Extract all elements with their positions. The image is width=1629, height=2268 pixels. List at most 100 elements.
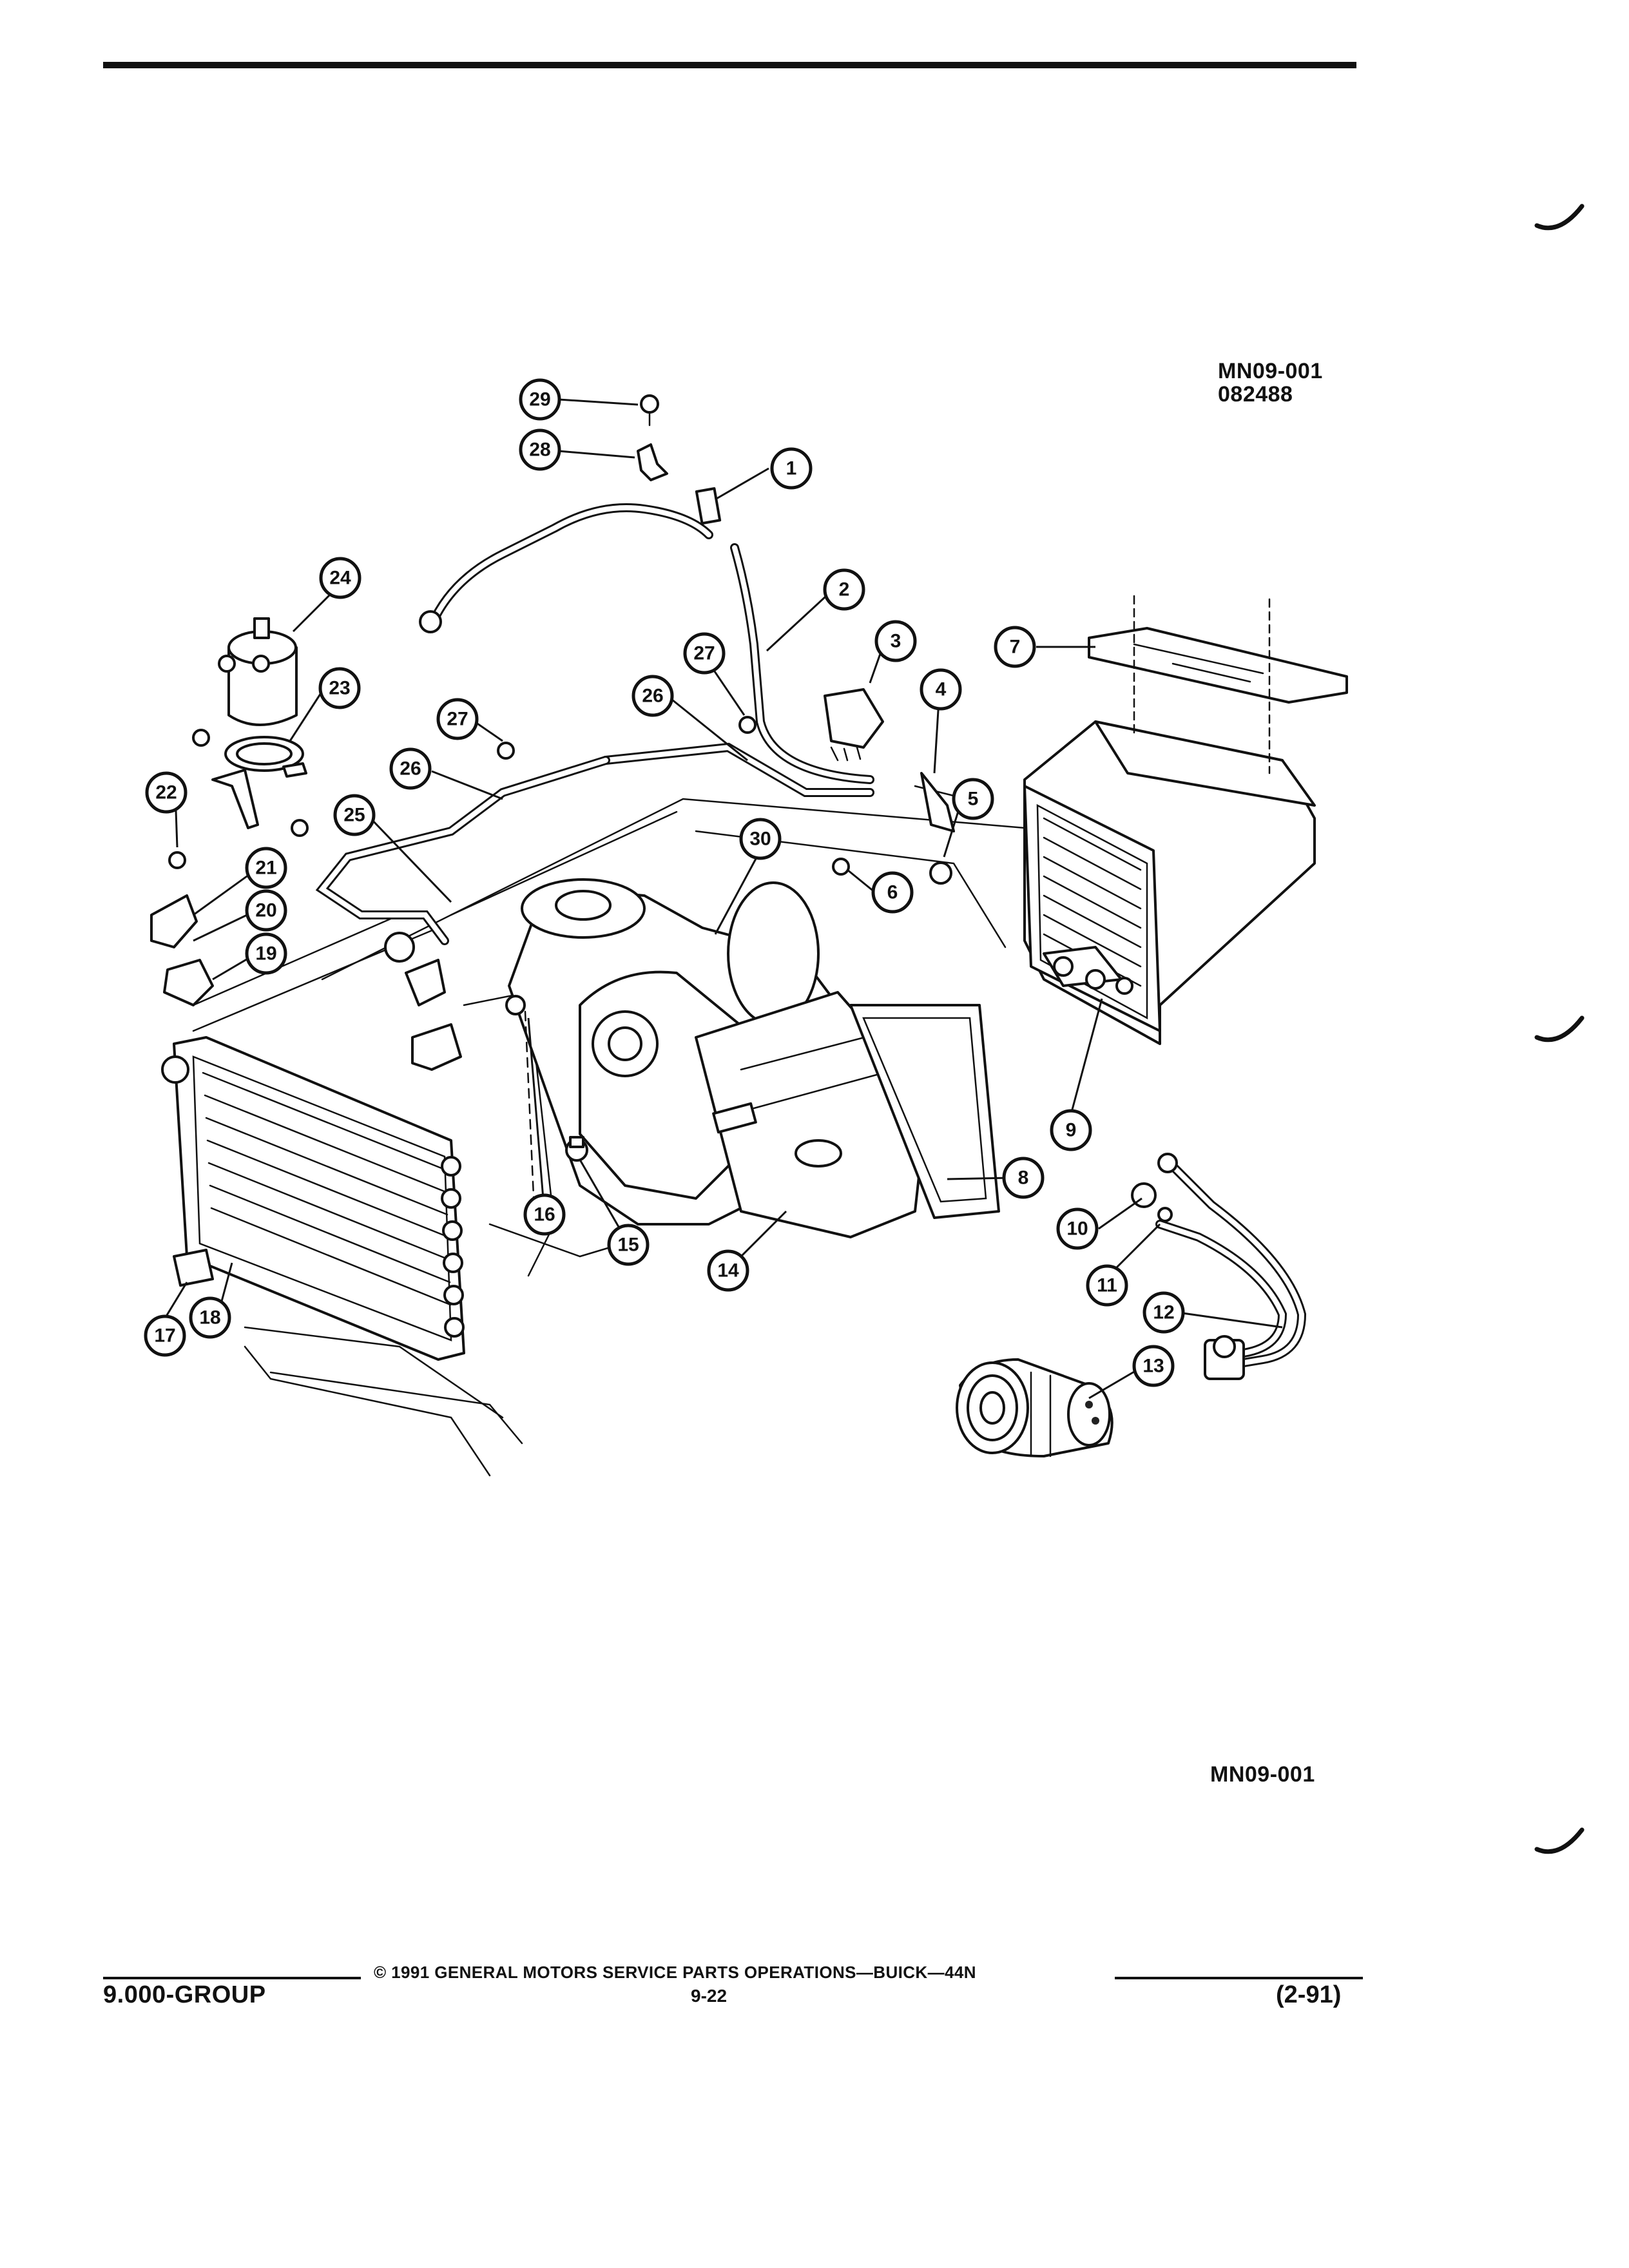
liquid-line-25 bbox=[315, 742, 874, 963]
discharge-hose-1 bbox=[419, 487, 722, 633]
line-fitting-4 bbox=[920, 772, 955, 832]
callout-5: 5 bbox=[952, 778, 994, 820]
callout-26-upper: 26 bbox=[631, 675, 674, 717]
svg-text:30: 30 bbox=[749, 829, 771, 850]
footer-rule-right bbox=[1115, 1977, 1363, 1979]
svg-text:23: 23 bbox=[329, 678, 350, 699]
figure-date: 082488 bbox=[1218, 382, 1293, 407]
svg-text:28: 28 bbox=[529, 439, 550, 461]
binder-mark-icon bbox=[1534, 1827, 1585, 1854]
svg-text:20: 20 bbox=[255, 900, 276, 921]
callout-6: 6 bbox=[871, 871, 914, 914]
callout-15: 15 bbox=[607, 1224, 650, 1266]
svg-text:3: 3 bbox=[891, 631, 901, 652]
svg-text:26: 26 bbox=[400, 758, 421, 780]
callout-9: 9 bbox=[1050, 1109, 1092, 1151]
svg-text:12: 12 bbox=[1153, 1302, 1174, 1323]
callout-27: 27 bbox=[436, 698, 479, 740]
callout-11: 11 bbox=[1086, 1264, 1128, 1307]
footer-rule-left bbox=[103, 1977, 361, 1979]
callout-29: 29 bbox=[519, 378, 561, 421]
screws-26-27 bbox=[168, 716, 757, 869]
svg-text:16: 16 bbox=[534, 1204, 555, 1225]
svg-text:26: 26 bbox=[642, 686, 663, 707]
vehicle-body-outline bbox=[192, 785, 1097, 1477]
svg-text:25: 25 bbox=[343, 805, 365, 826]
svg-text:13: 13 bbox=[1142, 1356, 1164, 1377]
footer-copyright: © 1991 GENERAL MOTORS SERVICE PARTS OPER… bbox=[374, 1963, 976, 1982]
callout-21: 21 bbox=[245, 847, 287, 889]
svg-text:29: 29 bbox=[529, 389, 550, 410]
footer-section: 9.000-GROUP bbox=[103, 1981, 266, 2008]
svg-text:2: 2 bbox=[839, 579, 850, 601]
compressor-13 bbox=[956, 1358, 1113, 1457]
module-assembly-9 bbox=[1023, 720, 1316, 1045]
svg-text:24: 24 bbox=[329, 568, 351, 589]
bottom-figure-code: MN09-001 bbox=[1210, 1762, 1315, 1787]
mount-brackets bbox=[150, 894, 462, 1287]
callout-23: 23 bbox=[318, 667, 361, 709]
condenser-18 bbox=[161, 1036, 465, 1361]
svg-text:19: 19 bbox=[255, 943, 276, 965]
svg-text:17: 17 bbox=[154, 1325, 175, 1347]
clip-28 bbox=[637, 443, 668, 481]
callout-17: 17 bbox=[144, 1314, 186, 1357]
svg-text:27: 27 bbox=[693, 643, 715, 664]
callout-16: 16 bbox=[523, 1193, 566, 1236]
callout-26: 26 bbox=[389, 747, 432, 790]
callout-10: 10 bbox=[1056, 1207, 1099, 1250]
callout-18: 18 bbox=[189, 1296, 231, 1339]
fitting-5-6 bbox=[832, 858, 952, 885]
leader-lines bbox=[164, 398, 1283, 1399]
fastener-15 bbox=[565, 1136, 588, 1162]
relay-3 bbox=[824, 688, 884, 762]
accumulator-24 bbox=[218, 617, 298, 726]
evaporator-blower-case bbox=[508, 878, 1000, 1238]
callout-14: 14 bbox=[707, 1249, 749, 1292]
svg-text:8: 8 bbox=[1018, 1168, 1029, 1189]
svg-text:21: 21 bbox=[255, 858, 276, 879]
bracket-7 bbox=[1088, 595, 1348, 774]
callout-8: 8 bbox=[1002, 1157, 1045, 1199]
callout-28: 28 bbox=[519, 428, 561, 471]
callout-22: 22 bbox=[145, 771, 188, 814]
header-rule bbox=[103, 62, 1356, 68]
binder-mark-icon bbox=[1534, 204, 1585, 231]
callout-7: 7 bbox=[994, 626, 1036, 668]
callout-19: 19 bbox=[245, 932, 287, 975]
footer-page-number: 9-22 bbox=[691, 1986, 728, 2006]
callout-30: 30 bbox=[739, 818, 782, 860]
footer-revision: (2-91) bbox=[1276, 1981, 1342, 2008]
figure-code: MN09-001 bbox=[1218, 359, 1323, 383]
accumulator-bracket-23 bbox=[211, 736, 307, 829]
svg-text:11: 11 bbox=[1097, 1275, 1117, 1296]
accumulator-screws bbox=[192, 729, 309, 837]
callout-13: 13 bbox=[1132, 1345, 1175, 1387]
callout-2: 2 bbox=[823, 568, 865, 611]
svg-text:1: 1 bbox=[786, 458, 797, 479]
callout-25: 25 bbox=[333, 794, 376, 836]
screw-29 bbox=[640, 394, 659, 427]
callout-1: 1 bbox=[770, 447, 813, 490]
binder-mark-icon bbox=[1534, 1015, 1585, 1043]
callout-4: 4 bbox=[920, 668, 962, 711]
svg-text:5: 5 bbox=[968, 789, 979, 810]
callout-20: 20 bbox=[245, 889, 287, 932]
fastener-16 bbox=[505, 995, 536, 1225]
svg-text:4: 4 bbox=[936, 679, 947, 700]
suction-line-2 bbox=[730, 543, 874, 784]
svg-text:9: 9 bbox=[1066, 1120, 1077, 1141]
svg-text:7: 7 bbox=[1010, 637, 1021, 658]
callout-12: 12 bbox=[1142, 1291, 1185, 1334]
svg-text:6: 6 bbox=[887, 882, 898, 903]
svg-text:10: 10 bbox=[1066, 1218, 1088, 1240]
svg-text:18: 18 bbox=[199, 1307, 220, 1329]
compressor-hose-12 bbox=[1131, 1153, 1307, 1380]
callout-24: 24 bbox=[319, 557, 361, 599]
svg-text:27: 27 bbox=[447, 709, 468, 730]
svg-text:14: 14 bbox=[717, 1260, 739, 1282]
callout-3: 3 bbox=[874, 620, 917, 662]
svg-text:22: 22 bbox=[155, 782, 177, 803]
svg-text:15: 15 bbox=[617, 1235, 639, 1256]
